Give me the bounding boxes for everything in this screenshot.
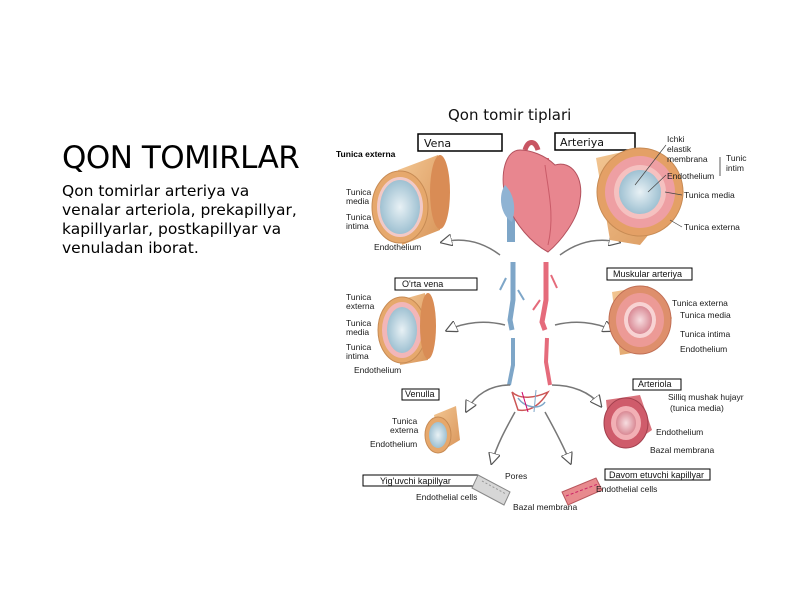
arteriola-smooth-label-1: Silliq mushak hujayr: [668, 392, 744, 402]
arteriya-intima-label-2: intim: [726, 163, 744, 173]
muskular-arteriya-box-label: Muskular arteriya: [613, 269, 682, 279]
yiguvchi-bazal-label: Bazal membrana: [513, 502, 578, 512]
arteriya-box-label: Arteriya: [560, 136, 604, 149]
orta-vena-endothelium-label: Endothelium: [354, 365, 401, 375]
orta-vena-intima-label-1: Tunica: [346, 342, 371, 352]
orta-vena-externa-label-2: externa: [346, 301, 375, 311]
arteriya-elastic-label-3: membrana: [667, 154, 708, 164]
arteriya-elastic-label-2: elastik: [667, 144, 692, 154]
muskular-media-label: Tunica media: [680, 310, 731, 320]
arteriya-cross-section: [596, 147, 684, 245]
pores-label: Pores: [505, 471, 527, 481]
heart-illustration: [500, 140, 582, 253]
vena-box: [417, 133, 503, 152]
muskular-arteriya-box: [606, 267, 693, 281]
venulla-cross-section: [424, 406, 460, 454]
slide-body-text: Qon tomirlar arteriya va venalar arterio…: [62, 182, 297, 257]
davom-kapillyar-illustration: [561, 477, 603, 506]
arteriya-box: [554, 132, 636, 151]
orta-vena-externa-label-1: Tunica: [346, 292, 371, 302]
orta-vena-box: [394, 277, 478, 291]
arteriya-externa-label: Tunica externa: [684, 222, 740, 232]
muskular-endothelium-label: Endothelium: [680, 344, 727, 354]
muskular-externa-label: Tunica externa: [672, 298, 728, 308]
arteriola-endothelium-label: Endothelium: [656, 427, 703, 437]
venulla-externa-label-2: externa: [390, 425, 419, 435]
vena-intima-label-2: intima: [346, 221, 369, 231]
vena-externa-label: Tunica externa: [336, 149, 396, 159]
orta-vena-cross-section: [377, 293, 436, 365]
arteriola-bazal-label: Bazal membrana: [650, 445, 715, 455]
arteriola-box-label: Arteriola: [638, 379, 672, 389]
arteriola-box: [632, 378, 682, 391]
yiguvchi-kapillyar-box-label: Yig'uvchi kapillyar: [380, 476, 451, 486]
davom-kapillyar-box-label: Davom etuvchi kapillyar: [609, 470, 704, 480]
venulla-endothelium-label: Endothelium: [370, 439, 417, 449]
vena-cross-section: [371, 155, 450, 245]
orta-vena-box-label: O'rta vena: [402, 279, 443, 289]
yiguvchi-kapillyar-illustration: [471, 474, 511, 506]
venulla-box: [401, 388, 440, 401]
venulla-box-label: Venulla: [405, 389, 435, 399]
slide-title: QON TOMIRLAR: [62, 140, 300, 176]
vena-endothelium-label: Endothelium: [374, 242, 421, 252]
vena-box-label: Vena: [424, 137, 451, 150]
vena-media-label-2: media: [346, 196, 369, 206]
venulla-externa-label-1: Tunica: [392, 416, 417, 426]
vena-media-label-1: Tunica: [346, 187, 371, 197]
arteriola-cross-section: [603, 395, 652, 449]
muskular-intima-label: Tunica intima: [680, 329, 731, 339]
orta-vena-media-label-2: media: [346, 327, 369, 337]
arteriya-media-label: Tunica media: [684, 190, 735, 200]
artery-segments: [532, 262, 558, 386]
capillary-network: [511, 389, 550, 413]
vena-intima-label-1: Tunica: [346, 212, 371, 222]
arteriya-endothelium-label: Endothelium: [667, 171, 714, 181]
orta-vena-media-label-1: Tunica: [346, 318, 371, 328]
muskular-arteriya-cross-section: [608, 285, 672, 355]
orta-vena-intima-label-2: intima: [346, 351, 369, 361]
figure-title: Qon tomir tiplari: [448, 106, 571, 124]
davom-kapillyar-box: [604, 468, 711, 481]
arteriya-intima-label-1: Tunic: [726, 153, 747, 163]
flow-arrows: [443, 240, 618, 462]
davom-endothelial-label: Endothelial cells: [596, 484, 657, 494]
yiguvchi-endothelial-label: Endothelial cells: [416, 492, 477, 502]
arteriya-elastic-label-1: Ichki: [667, 134, 685, 144]
vein-segments: [499, 262, 525, 386]
arteriola-smooth-label-2: (tunica media): [670, 403, 724, 413]
